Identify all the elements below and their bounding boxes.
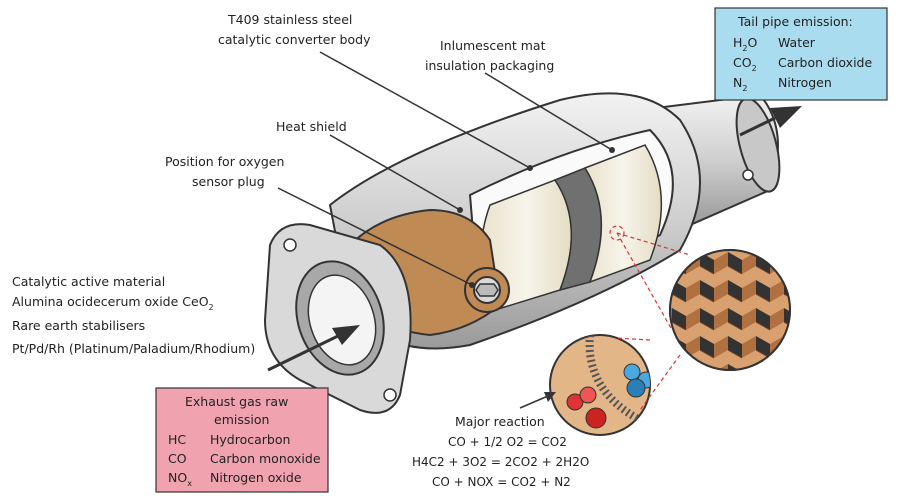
sensor-label-line1: Position for oxygen xyxy=(165,154,284,169)
inlet-arrow-icon xyxy=(267,325,360,372)
reaction-eq1: CO + 1/2 O2 = CO2 xyxy=(448,435,567,449)
tail-pipe-background xyxy=(714,7,888,101)
reaction-arrow-icon xyxy=(519,392,556,409)
outlet-arrow-icon xyxy=(739,106,802,137)
exhaust-title-line1: Exhaust gas raw xyxy=(185,394,288,409)
tail-pipe-name-2: Nitrogen xyxy=(778,75,832,90)
active-material-line3: Rare earth stabilisers xyxy=(12,318,145,333)
tail-pipe-formula-2-main: N xyxy=(733,75,742,90)
tail-pipe-name-1: Carbon dioxide xyxy=(778,55,872,70)
reaction-eq2: H4C2 + 3O2 = 2CO2 + 2H2O xyxy=(412,455,589,469)
active-material-line2-text: Alumina ocidecerum oxide CeO xyxy=(12,294,209,309)
exhaust-name-2: Nitrogen oxide xyxy=(210,470,302,485)
zoom-guide-lines xyxy=(609,225,691,411)
leader-dots xyxy=(457,147,615,288)
bolt-hole-icon xyxy=(742,169,754,181)
bolt-hole-icon xyxy=(383,388,397,402)
sensor-label-line2: sensor plug xyxy=(192,174,265,189)
body-label-line1: T409 stainless steel xyxy=(227,12,352,27)
body-label-line2: catalytic converter body xyxy=(218,32,371,47)
honeycomb-zoom xyxy=(669,249,791,371)
exhaust-name-1: Carbon monoxide xyxy=(210,451,321,466)
tail-pipe-formula-0-sub: 2 xyxy=(742,44,747,53)
tail-pipe-formula-0-main: H xyxy=(733,35,742,50)
exhaust-name-0: Hydrocarbon xyxy=(210,432,290,447)
hex-nut-icon xyxy=(475,283,499,297)
active-material-line4: Pt/Pd/Rh (Platinum/Paladium/Rhodium) xyxy=(12,341,255,356)
tail-pipe-formula-1-sub: 2 xyxy=(752,64,757,73)
exhaust-formula-2: NOx xyxy=(168,470,192,488)
leader-lines xyxy=(277,51,613,286)
mat-label-line2: insulation packaging xyxy=(425,58,554,73)
exhaust-formula-1: CO xyxy=(168,451,187,466)
mat-label-line1: Inlumescent mat xyxy=(440,38,546,53)
reaction-block: Major reaction CO + 1/2 O2 = CO2 H4C2 + … xyxy=(412,414,589,489)
converter-body xyxy=(328,92,701,350)
exhaust-background xyxy=(155,387,329,493)
tail-pipe-formula-1: CO2 xyxy=(733,55,757,73)
tail-pipe-formula-1-main: CO xyxy=(733,55,752,70)
exhaust-formula-2-sub: x xyxy=(187,479,192,488)
active-material-text: Catalytic active material Alumina ocidec… xyxy=(12,274,255,356)
reaction-title: Major reaction xyxy=(455,414,545,429)
tail-pipe-formula-0: H2O xyxy=(733,35,758,53)
inlet-flange xyxy=(263,223,412,414)
exhaust-box: Exhaust gas raw emission HC Hydrocarbon … xyxy=(155,387,329,493)
tail-pipe-box: Tail pipe emission: H2O Water CO2 Carbon… xyxy=(714,7,888,101)
exhaust-formula-2-main: NO xyxy=(168,470,187,485)
bolt-hole-icon xyxy=(283,238,297,252)
surface-reaction-zoom xyxy=(549,334,651,436)
substrate-brick xyxy=(583,144,663,284)
tail-pipe-name-0: Water xyxy=(778,35,816,50)
active-material-line2: Alumina ocidecerum oxide CeO2 xyxy=(12,294,214,312)
active-material-line1: Catalytic active material xyxy=(12,274,165,289)
tail-pipe-formula-2-sub: 2 xyxy=(742,84,747,93)
tail-pipe-formula-2: N2 xyxy=(733,75,747,93)
exhaust-title-line2: emission xyxy=(214,412,269,427)
exhaust-formula-0: HC xyxy=(168,432,186,447)
reaction-eq3: CO + NOX = CO2 + N2 xyxy=(432,475,571,489)
active-material-line2-sub: 2 xyxy=(209,303,214,312)
tail-pipe-formula-0-rest: O xyxy=(748,35,758,50)
tail-pipe-title: Tail pipe emission: xyxy=(737,14,853,29)
heat-shield-label: Heat shield xyxy=(276,119,347,134)
